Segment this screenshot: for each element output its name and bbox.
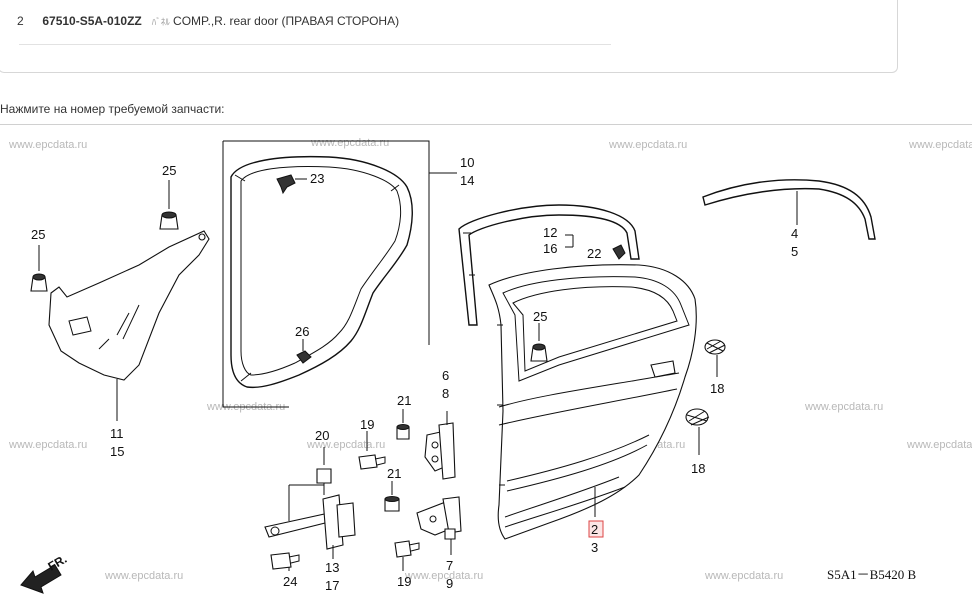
- clip-25-top[interactable]: [159, 211, 179, 230]
- callout-4[interactable]: 4: [791, 226, 798, 241]
- callout-20[interactable]: 20: [315, 428, 329, 443]
- callout-25[interactable]: 25: [162, 163, 176, 178]
- callout-21[interactable]: 21: [387, 466, 401, 481]
- plug-18-upper[interactable]: [704, 339, 726, 355]
- watermark: www.epcdata.ru: [8, 139, 87, 151]
- watermark: www.epcdata.ru: [310, 137, 389, 149]
- callout-24[interactable]: 24: [283, 574, 297, 589]
- callout-26[interactable]: 26: [295, 324, 309, 339]
- watermark: www.epcdata.ru: [104, 570, 183, 582]
- part-name-icon: ﾊﾞﾈﾙ: [151, 17, 170, 27]
- parts-list-row[interactable]: 2 67510-S5A-010ZZ ﾊﾞﾈﾙ COMP.,R. rear doo…: [17, 14, 399, 28]
- callout-17[interactable]: 17: [325, 578, 339, 593]
- door-checker-drawing[interactable]: [264, 494, 356, 550]
- diagram-canvas: www.epcdata.ru www.epcdata.ru www.epcdat…: [8, 137, 972, 594]
- rear-door-panel-drawing[interactable]: [488, 264, 697, 540]
- bolt-19-upper[interactable]: [358, 454, 386, 470]
- select-part-prompt: Нажмите на номер требуемой запчасти:: [0, 102, 225, 116]
- callout-3[interactable]: 3: [591, 540, 598, 555]
- clip-25-left[interactable]: [30, 273, 48, 292]
- plug-18-lower[interactable]: [685, 408, 710, 426]
- callout-7[interactable]: 7: [446, 558, 453, 573]
- waterproof-sheet-drawing[interactable]: [48, 230, 210, 381]
- callout-2[interactable]: 2: [591, 522, 598, 537]
- sash-molding-drawing[interactable]: [458, 204, 640, 326]
- bolt-21-lower[interactable]: [384, 496, 400, 512]
- watermark: www.epcdata.ru: [804, 401, 883, 413]
- callout-19[interactable]: 19: [397, 574, 411, 589]
- bolt-19-lower[interactable]: [394, 540, 420, 558]
- callout-13[interactable]: 13: [325, 560, 339, 575]
- bolt-24[interactable]: [270, 552, 300, 570]
- parts-list-panel: 2 67510-S5A-010ZZ ﾊﾞﾈﾙ COMP.,R. rear doo…: [0, 0, 898, 73]
- clip-26[interactable]: [296, 350, 312, 364]
- weatherstrip-drawing[interactable]: [222, 140, 430, 408]
- callout-11[interactable]: 11: [110, 426, 124, 441]
- front-direction-arrow-icon: FR.: [20, 552, 69, 594]
- callout-5[interactable]: 5: [791, 244, 798, 259]
- callout-18[interactable]: 18: [691, 461, 705, 476]
- diagram-code: S5A1－B5420 B: [827, 567, 917, 582]
- callout-15[interactable]: 15: [110, 444, 124, 459]
- callout-8[interactable]: 8: [442, 386, 449, 401]
- callout-2-highlight: [588, 520, 604, 538]
- clip-25-door[interactable]: [530, 343, 548, 362]
- callout-22[interactable]: 22: [587, 246, 601, 261]
- part-description: COMP.,R. rear door (ПРАВАЯ СТОРОНА): [173, 14, 400, 28]
- callout-10[interactable]: 10: [460, 155, 474, 170]
- upper-hinge-drawing[interactable]: [424, 422, 456, 480]
- watermark: www.epcdata.ru: [906, 439, 972, 451]
- clip-23[interactable]: [276, 174, 296, 195]
- callout-25[interactable]: 25: [31, 227, 45, 242]
- clip-22[interactable]: [612, 244, 626, 260]
- callout-19[interactable]: 19: [360, 417, 374, 432]
- callout-18[interactable]: 18: [710, 381, 724, 396]
- watermark: www.epcdata.ru: [404, 570, 483, 582]
- row-index: 2: [17, 14, 24, 28]
- callout-23[interactable]: 23: [310, 171, 324, 186]
- callout-12[interactable]: 12: [543, 225, 557, 240]
- callout-25[interactable]: 25: [533, 309, 547, 324]
- callout-6[interactable]: 6: [442, 368, 449, 383]
- callout-16[interactable]: 16: [543, 241, 557, 256]
- parts-diagram: www.epcdata.ru www.epcdata.ru www.epcdat…: [0, 124, 972, 616]
- callout-14[interactable]: 14: [460, 173, 474, 188]
- callout-21[interactable]: 21: [397, 393, 411, 408]
- watermark: www.epcdata.ru: [908, 139, 972, 151]
- lower-hinge-drawing[interactable]: [416, 496, 462, 540]
- watermark: www.epcdata.ru: [306, 439, 385, 451]
- bolt-20[interactable]: [316, 468, 332, 495]
- callout-9[interactable]: 9: [446, 576, 453, 591]
- bolt-21-upper[interactable]: [396, 424, 410, 440]
- watermarks: www.epcdata.ru www.epcdata.ru www.epcdat…: [8, 137, 972, 582]
- watermark: www.epcdata.ru: [704, 570, 783, 582]
- part-number[interactable]: 67510-S5A-010ZZ: [42, 14, 142, 28]
- row-divider: [19, 44, 611, 45]
- roof-molding-drawing[interactable]: [702, 179, 876, 240]
- watermark: www.epcdata.ru: [608, 139, 687, 151]
- watermark: www.epcdata.ru: [8, 439, 87, 451]
